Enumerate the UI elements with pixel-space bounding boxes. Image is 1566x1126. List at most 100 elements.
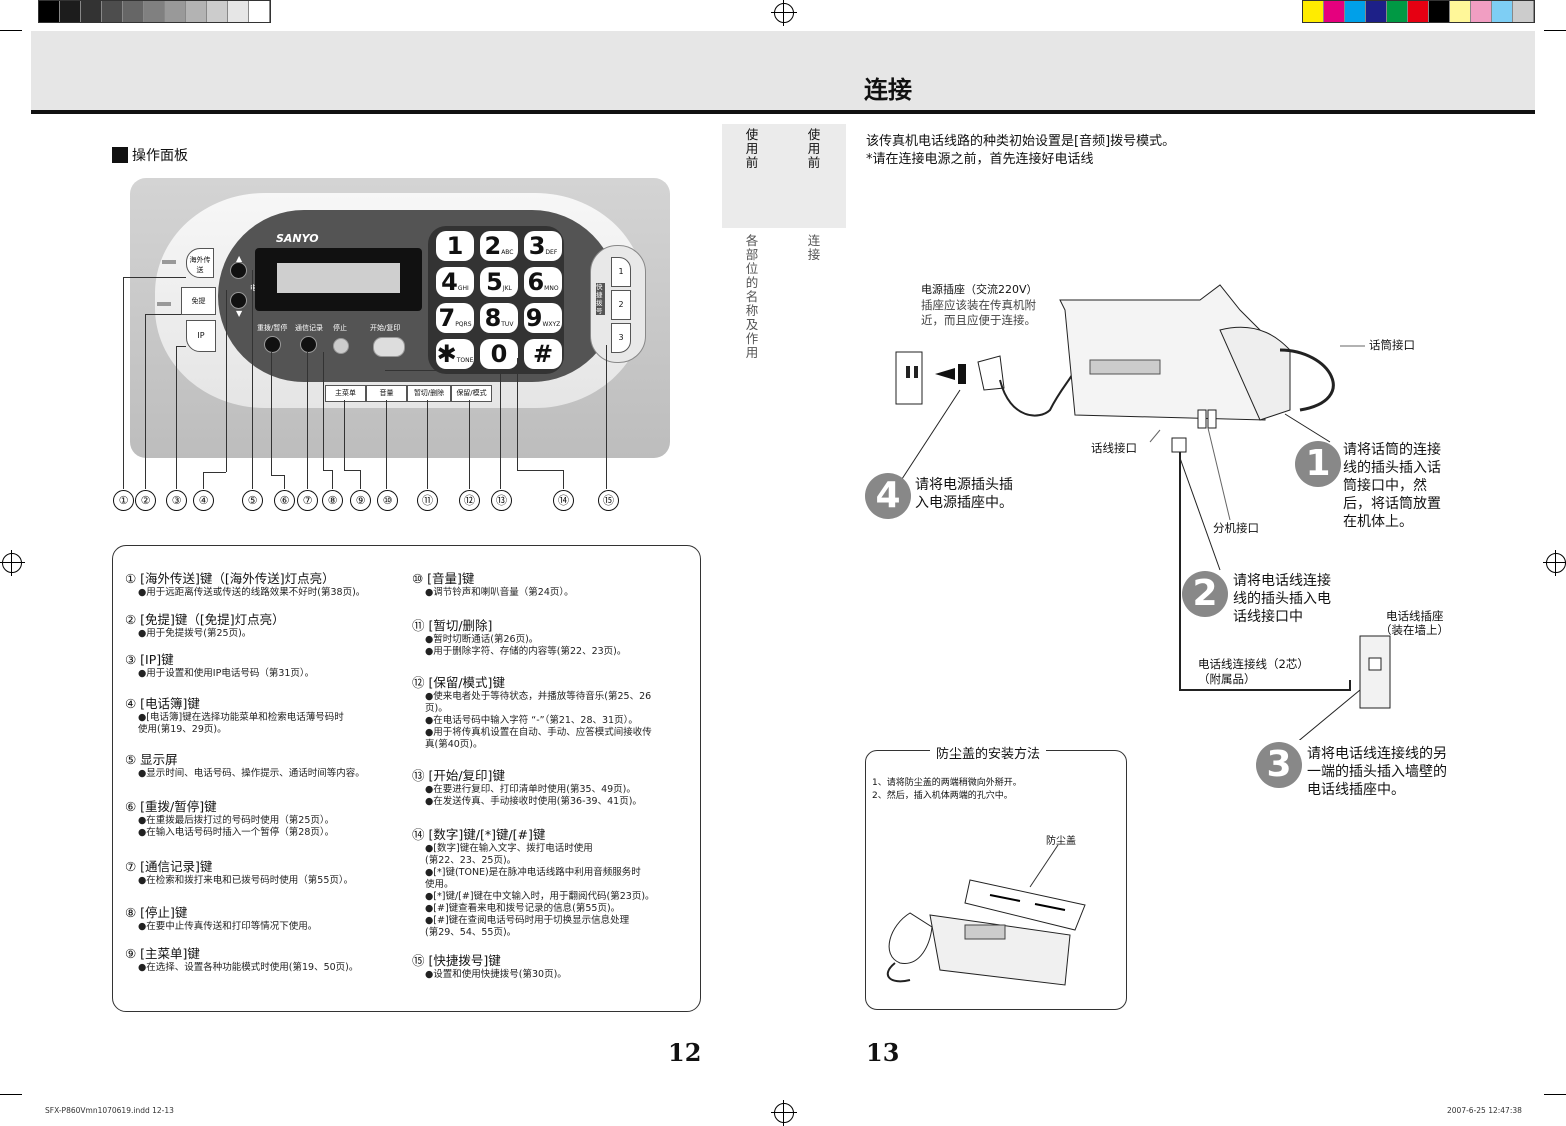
- keypad-key[interactable]: 8TUV: [480, 303, 518, 333]
- registration-mark-left: [0, 550, 25, 576]
- speed-dial-2[interactable]: 2: [611, 290, 631, 320]
- dust-cover-illustration: [886, 845, 1086, 986]
- line-port-label: 话线接口: [1091, 441, 1137, 455]
- keypad-key[interactable]: ✱TONE: [436, 339, 474, 369]
- phone-cable: [1179, 450, 1351, 691]
- dust-cover-title: 防尘盖的安装方法: [930, 743, 1047, 762]
- keypad-key[interactable]: 1: [436, 231, 474, 261]
- overseas-lamp: [162, 260, 176, 264]
- crop-mark: [1544, 1094, 1566, 1095]
- phonebook-down-button[interactable]: [230, 292, 247, 309]
- keypad-key[interactable]: 6MNO: [524, 267, 562, 297]
- spread-arrow: [989, 894, 1021, 902]
- key-description-item: ⑧ [停止]键●在要中止传真传送和打印等情况下使用。: [125, 905, 317, 933]
- callout-9: ⑨: [350, 490, 371, 511]
- speed-dial-3[interactable]: 3: [611, 323, 631, 353]
- phonebook-up-button[interactable]: [230, 262, 247, 279]
- key-description-item: ⑩ [音量]键●调节铃声和喇叭音量（第24页）。: [412, 571, 574, 599]
- chapter-tab-b: 使用前: [807, 127, 821, 170]
- key-description-item: ① [海外传送]键（[海外传送]灯点亮）●用于远距离传送或传送的线路效果不好时(…: [125, 571, 365, 599]
- keypad-key[interactable]: 0: [480, 339, 518, 369]
- keypad-key[interactable]: 7PQRS: [436, 303, 474, 333]
- outlet-slot: [906, 366, 910, 378]
- ip-button[interactable]: IP: [186, 320, 216, 352]
- handset: [1219, 326, 1291, 421]
- wall-jack-label-2: （装在墙上）: [1380, 623, 1449, 637]
- key-description-detail: ●在检索和拨打来电和已拨号码时使用（第55页）。: [138, 875, 354, 886]
- fax-handset-cord: [886, 962, 911, 983]
- keypad-key[interactable]: #: [524, 339, 562, 369]
- page-number-left: 12: [668, 1038, 702, 1067]
- footer-file: SFX-P860Vmn1070619.indd 12-13: [45, 1106, 174, 1115]
- ext-port-label: 分机接口: [1213, 521, 1259, 535]
- step-2-text: 请将电话线连接线的插头插入电话线接口中: [1233, 573, 1331, 625]
- leader-line-7: [307, 352, 308, 489]
- header-band: [31, 31, 1535, 111]
- overseas-button[interactable]: 海外传送: [186, 248, 214, 278]
- stop-button[interactable]: [333, 338, 349, 354]
- cable-label-2: （附属品）: [1198, 672, 1256, 686]
- up-arrow-icon: ▲: [236, 254, 243, 263]
- leader-line-3h: [176, 346, 186, 347]
- callout-8: ⑧: [322, 490, 343, 511]
- menu-button[interactable]: 主菜单: [325, 385, 366, 402]
- key-description-title: ② [免提]键（[免提]灯点亮）: [125, 612, 285, 627]
- handset-port-label: 话筒接口: [1369, 338, 1415, 352]
- keypad-key-letters: WXYZ: [542, 321, 561, 328]
- log-button[interactable]: [300, 336, 317, 353]
- callout-15: ⑮: [598, 490, 619, 511]
- keypad-key[interactable]: 2ABC: [480, 231, 518, 261]
- fax-display: [964, 924, 1006, 940]
- handsfree-lamp: [157, 302, 171, 306]
- color-bar: [1302, 0, 1535, 23]
- leader-line-8v: [332, 470, 333, 489]
- page-title: 连接: [864, 76, 912, 104]
- cable-plug: [1171, 437, 1187, 453]
- flash-button[interactable]: 暂切/删除: [407, 385, 451, 402]
- key-description-detail: ●在要进行复印、打印清单时使用(第35、49页)。: [425, 784, 636, 795]
- key-description-title: ⑮ [快捷拨号]键: [412, 953, 501, 968]
- key-description-item: ⑬ [开始/复印]键●在要进行复印、打印清单时使用(第35、49页)。●在发送传…: [412, 768, 642, 808]
- chapter-sub-a: 各部位的名称及作用: [745, 233, 759, 360]
- key-description-detail: ●设置和使用快捷拨号(第30页)。: [425, 969, 567, 980]
- key-description-detail: ●在要中止传真传送和打印等情况下使用。: [138, 921, 318, 932]
- keypad-key[interactable]: 4GHI: [436, 267, 474, 297]
- step-1-text: 请将话筒的连接线的插头插入话筒接口中，然后，将话筒放置在机体上。: [1343, 442, 1441, 530]
- power-outlet-desc-2: 近，而且应便于连接。: [921, 313, 1036, 327]
- speed-dial-1[interactable]: 1: [611, 257, 631, 287]
- keypad-key[interactable]: 9WXYZ: [524, 303, 562, 333]
- hold-button[interactable]: 保留/模式: [451, 385, 492, 402]
- key-description-detail: ●在重拨最后拨打过的号码时使用（第25页）。: [138, 815, 335, 826]
- redial-button[interactable]: [264, 336, 281, 353]
- key-description-item: ④ [电话簿]键●[电话簿]键在选择功能菜单和检索电话薄号码时 使用(第19、2…: [125, 696, 344, 736]
- crop-mark: [0, 30, 22, 31]
- intro-line-1: 该传真机电话线路的种类初始设置是[音频]拨号模式。: [866, 134, 1176, 149]
- handsfree-button[interactable]: 免提: [181, 287, 216, 315]
- keypad-key[interactable]: 5JKL: [480, 267, 518, 297]
- keypad-key-letters: TONE: [456, 357, 474, 364]
- chapter-sub-b: 连接: [807, 233, 821, 262]
- keypad-key-letters: DEF: [545, 249, 558, 256]
- crop-mark: [0, 1094, 22, 1095]
- leader-line-13: [500, 370, 501, 489]
- key-description-title: ⑩ [音量]键: [412, 571, 475, 586]
- key-description-box: [112, 545, 701, 1012]
- key-description-detail: ●在选择、设置各种功能模式时使用(第19、50页)。: [138, 962, 359, 973]
- keypad-key-letters: JKL: [502, 285, 512, 292]
- power-outlet-title: 电源插座（交流220V）: [921, 283, 1038, 296]
- dust-step-2: 2、然后，插入机体两端的孔穴中。: [872, 791, 1013, 801]
- callout-14: ⑭: [553, 490, 574, 511]
- key-description-title: ③ [IP]键: [125, 652, 174, 667]
- key-description-item: ⑥ [重拨/暂停]键●在重拨最后拨打过的号码时使用（第25页）。●在输入电话号码…: [125, 799, 334, 839]
- keypad-key[interactable]: 3DEF: [524, 231, 562, 261]
- redial-label: 重拨/暂停: [257, 324, 288, 332]
- leader-line-2h: [145, 314, 181, 315]
- ext-port-leader: [1207, 427, 1231, 521]
- key-description-item: ③ [IP]键●用于设置和使用IP电话号码（第31页）。: [125, 652, 314, 680]
- start-button[interactable]: [373, 337, 405, 357]
- leader-line-4: [203, 472, 204, 489]
- outlet-slot: [914, 366, 918, 378]
- callout-4: ④: [193, 490, 214, 511]
- key-description-detail: ●[*]键/[#]键在中文输入时，用于翻阅代码(第23页)。: [425, 891, 655, 902]
- wall-jack: [1359, 635, 1391, 709]
